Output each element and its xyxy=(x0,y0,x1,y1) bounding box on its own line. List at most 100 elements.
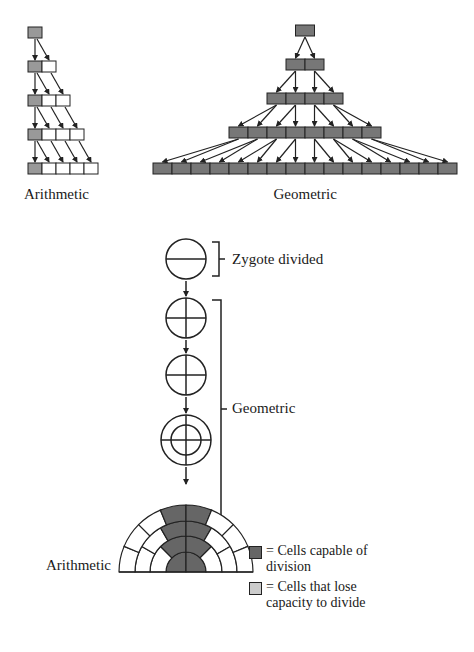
division-arrow xyxy=(51,107,63,128)
division-arrow xyxy=(163,139,239,162)
bracket xyxy=(212,300,227,518)
dividing-cell xyxy=(305,59,324,70)
cell-circle xyxy=(166,355,206,395)
dividing-cell xyxy=(400,163,419,174)
stage-label: Arithmetic xyxy=(24,186,89,203)
division-arrow xyxy=(51,73,63,94)
meristem-semicircle xyxy=(119,505,253,572)
dividing-cell xyxy=(438,163,457,174)
nondividing-cell xyxy=(56,163,70,174)
flow-arrow xyxy=(185,397,187,413)
dividing-cell xyxy=(172,163,191,174)
dividing-cell xyxy=(191,163,210,174)
flow-arrow xyxy=(185,467,187,484)
division-arrow xyxy=(34,141,35,162)
nondividing-cell xyxy=(70,163,84,174)
legend-text: = Cells capable of division xyxy=(266,543,388,575)
nondividing-cell xyxy=(70,129,84,140)
division-arrow xyxy=(314,71,315,92)
dividing-cell xyxy=(381,163,400,174)
stage-label: Geometric xyxy=(274,186,337,203)
dividing-cell xyxy=(343,163,362,174)
dividing-cell xyxy=(305,93,324,104)
division-arrow xyxy=(277,139,296,162)
nondividing-cell xyxy=(56,95,70,106)
zygote-circle xyxy=(166,239,206,279)
division-arrow xyxy=(372,139,429,162)
dividing-cell xyxy=(343,127,362,138)
dividing-cell xyxy=(286,127,305,138)
base-line xyxy=(119,571,253,573)
dividing-cell xyxy=(28,27,42,38)
division-arrow xyxy=(295,139,296,162)
division-arrow xyxy=(334,105,353,126)
dividing-cell xyxy=(419,163,438,174)
dividing-cell xyxy=(160,505,186,525)
division-arrow xyxy=(239,105,277,126)
division-arrow xyxy=(315,105,334,126)
legend-swatch xyxy=(249,546,262,559)
division-arrow xyxy=(201,139,258,162)
division-arrow xyxy=(34,107,35,128)
dividing-cell xyxy=(28,129,42,140)
bracket xyxy=(212,242,225,276)
division-arrow xyxy=(34,73,35,94)
dividing-cell xyxy=(305,127,324,138)
division-arrow xyxy=(277,105,296,126)
division-arrow xyxy=(258,105,277,126)
division-arrow xyxy=(220,139,258,162)
division-arrow xyxy=(295,71,296,92)
nondividing-cell xyxy=(56,129,70,140)
legend-text: = Cells that lose capacity to divide xyxy=(266,579,388,611)
division-line xyxy=(185,298,187,338)
stage-label: Arithmetic xyxy=(46,557,111,574)
dividing-cell xyxy=(28,163,42,174)
dividing-cell xyxy=(324,93,343,104)
division-arrow xyxy=(37,73,49,94)
division-arrow xyxy=(37,141,49,162)
dividing-cell xyxy=(267,127,286,138)
dividing-cell xyxy=(286,163,305,174)
division-arrow xyxy=(305,37,315,58)
dividing-cell xyxy=(210,163,229,174)
division-arrow xyxy=(239,139,277,162)
dividing-cell xyxy=(267,163,286,174)
dividing-cell xyxy=(248,163,267,174)
flow-arrow xyxy=(185,281,187,296)
division-arrow xyxy=(296,37,306,58)
division-arrow xyxy=(65,141,77,162)
division-arrow xyxy=(334,139,353,162)
dividing-cell xyxy=(229,127,248,138)
dividing-cell xyxy=(28,61,42,72)
cell-circle xyxy=(161,415,211,465)
division-arrow xyxy=(79,141,91,162)
division-arrow xyxy=(51,141,63,162)
division-line xyxy=(166,258,206,260)
division-arrow xyxy=(277,71,296,92)
flow-arrow xyxy=(185,340,187,353)
stage-label: Zygote divided xyxy=(232,251,323,268)
dividing-cell xyxy=(362,163,381,174)
dividing-cell xyxy=(153,163,172,174)
legend-swatch xyxy=(249,582,262,595)
geometric-pyramid xyxy=(153,25,457,174)
dividing-cell xyxy=(286,59,305,70)
dividing-cell xyxy=(267,93,286,104)
nondividing-cell xyxy=(42,95,56,106)
division-arrow xyxy=(37,107,49,128)
division-arrow xyxy=(315,71,334,92)
division-arrow xyxy=(34,39,35,60)
stage-label: Geometric xyxy=(232,400,295,417)
dividing-cell xyxy=(296,25,315,36)
division-arrow xyxy=(334,139,372,162)
nondividing-cell xyxy=(42,61,56,72)
nondividing-cell xyxy=(84,163,98,174)
dividing-cell xyxy=(324,163,343,174)
division-arrow xyxy=(258,139,277,162)
division-arrow xyxy=(314,139,315,162)
dividing-cell xyxy=(324,127,343,138)
division-arrow xyxy=(37,39,49,60)
dividing-cell xyxy=(28,95,42,106)
